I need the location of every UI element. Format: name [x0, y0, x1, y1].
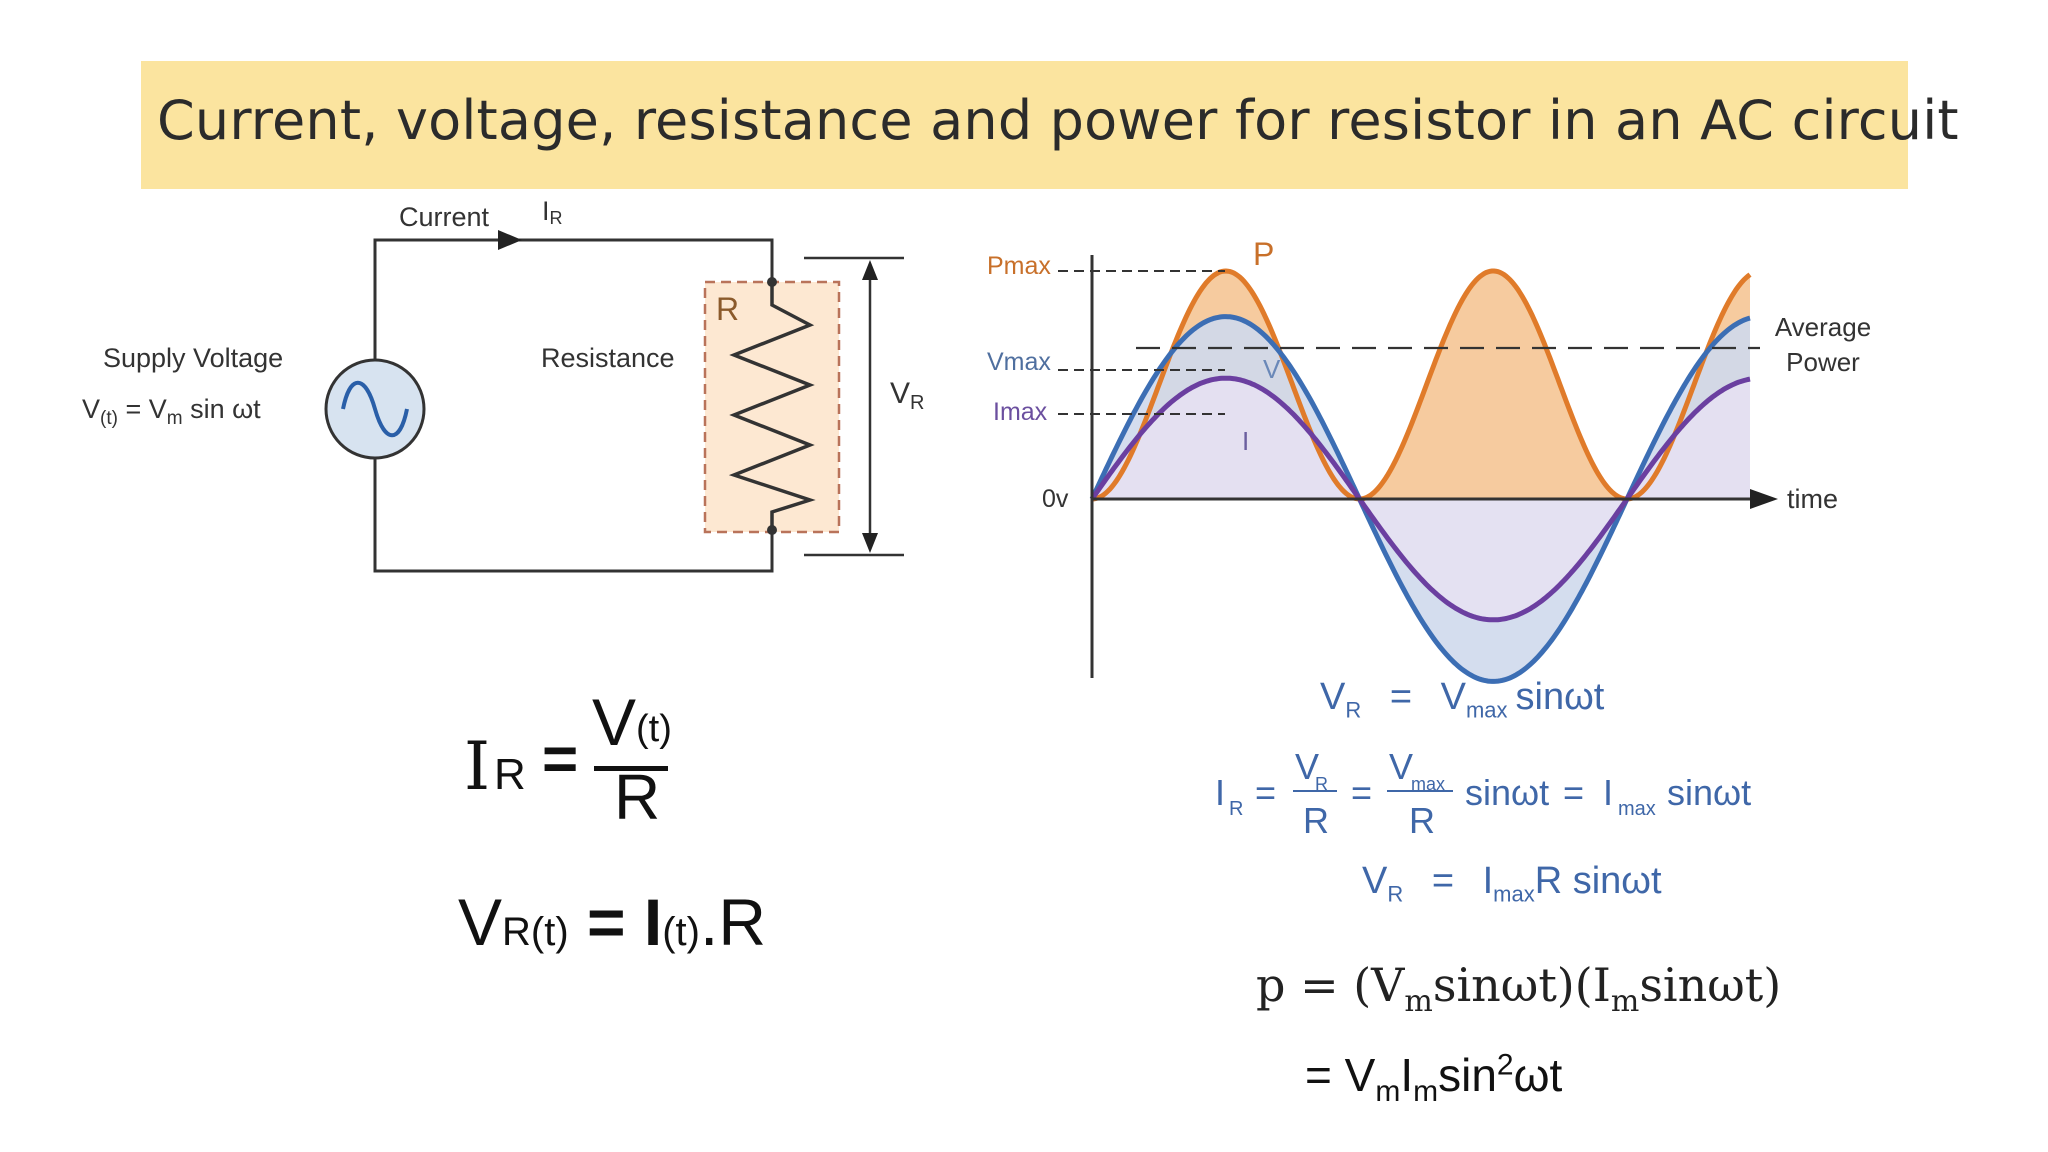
supply-voltage-equation: V(t) = Vm sin ωt — [82, 394, 261, 429]
circuit-diagram: Current IR Supply Voltage V(t) = Vm sin … — [82, 196, 924, 573]
circuit-wire — [373, 454, 774, 573]
resistance-label: Resistance — [541, 343, 675, 373]
equation-voltage: VR(t) = I(t).R — [458, 885, 766, 959]
circuit-wire — [373, 238, 774, 364]
v-series-label: V — [1263, 354, 1281, 384]
equation-vr-imax: VR = ImaxR sinωt — [1362, 860, 1662, 907]
slide-title: Current, voltage, resistance and power f… — [157, 89, 1959, 152]
p-series-label: P — [1253, 236, 1274, 272]
sine-wave-icon — [341, 380, 409, 438]
current-arrow-icon — [498, 230, 522, 250]
average-power-label: Power — [1786, 347, 1860, 377]
series-line-i — [1089, 375, 1751, 623]
supply-voltage-label: Supply Voltage — [103, 343, 283, 373]
up-arrow-icon — [862, 260, 878, 280]
vr-label: VR — [890, 377, 924, 414]
x-axis-arrow-icon — [1750, 489, 1778, 509]
fraction-bar — [1387, 790, 1453, 792]
resistor-zigzag-icon — [728, 282, 816, 530]
series-line-v — [1089, 314, 1751, 684]
waveform-chart: Pmax Vmax Imax 0v P V I Average Power ti… — [987, 236, 1871, 684]
imax-label: Imax — [993, 398, 1048, 426]
fraction-bar — [1293, 790, 1337, 792]
down-arrow-icon — [862, 533, 878, 553]
fraction-bar — [594, 766, 668, 771]
equation-power-simplified: = VmImsin2ωt — [1305, 1048, 1563, 1109]
vmax-label: Vmax — [987, 348, 1051, 376]
title-bar: Current, voltage, resistance and power f… — [141, 61, 1959, 189]
ir-label: IR — [542, 196, 563, 228]
r-label: R — [716, 291, 739, 327]
pmax-label: Pmax — [987, 252, 1051, 280]
zero-label: 0v — [1042, 485, 1069, 513]
time-label: time — [1787, 484, 1838, 514]
equation-power: p = (Vmsinωt)(Imsinωt) — [1256, 958, 1782, 1020]
i-series-label: I — [1242, 426, 1249, 456]
equation-ir: I R = V R R = V max R sinωt = I max sinω… — [1215, 746, 1752, 841]
current-label: Current — [399, 202, 490, 232]
series-line-p — [1091, 268, 1752, 502]
average-power-label: Average — [1775, 312, 1871, 342]
